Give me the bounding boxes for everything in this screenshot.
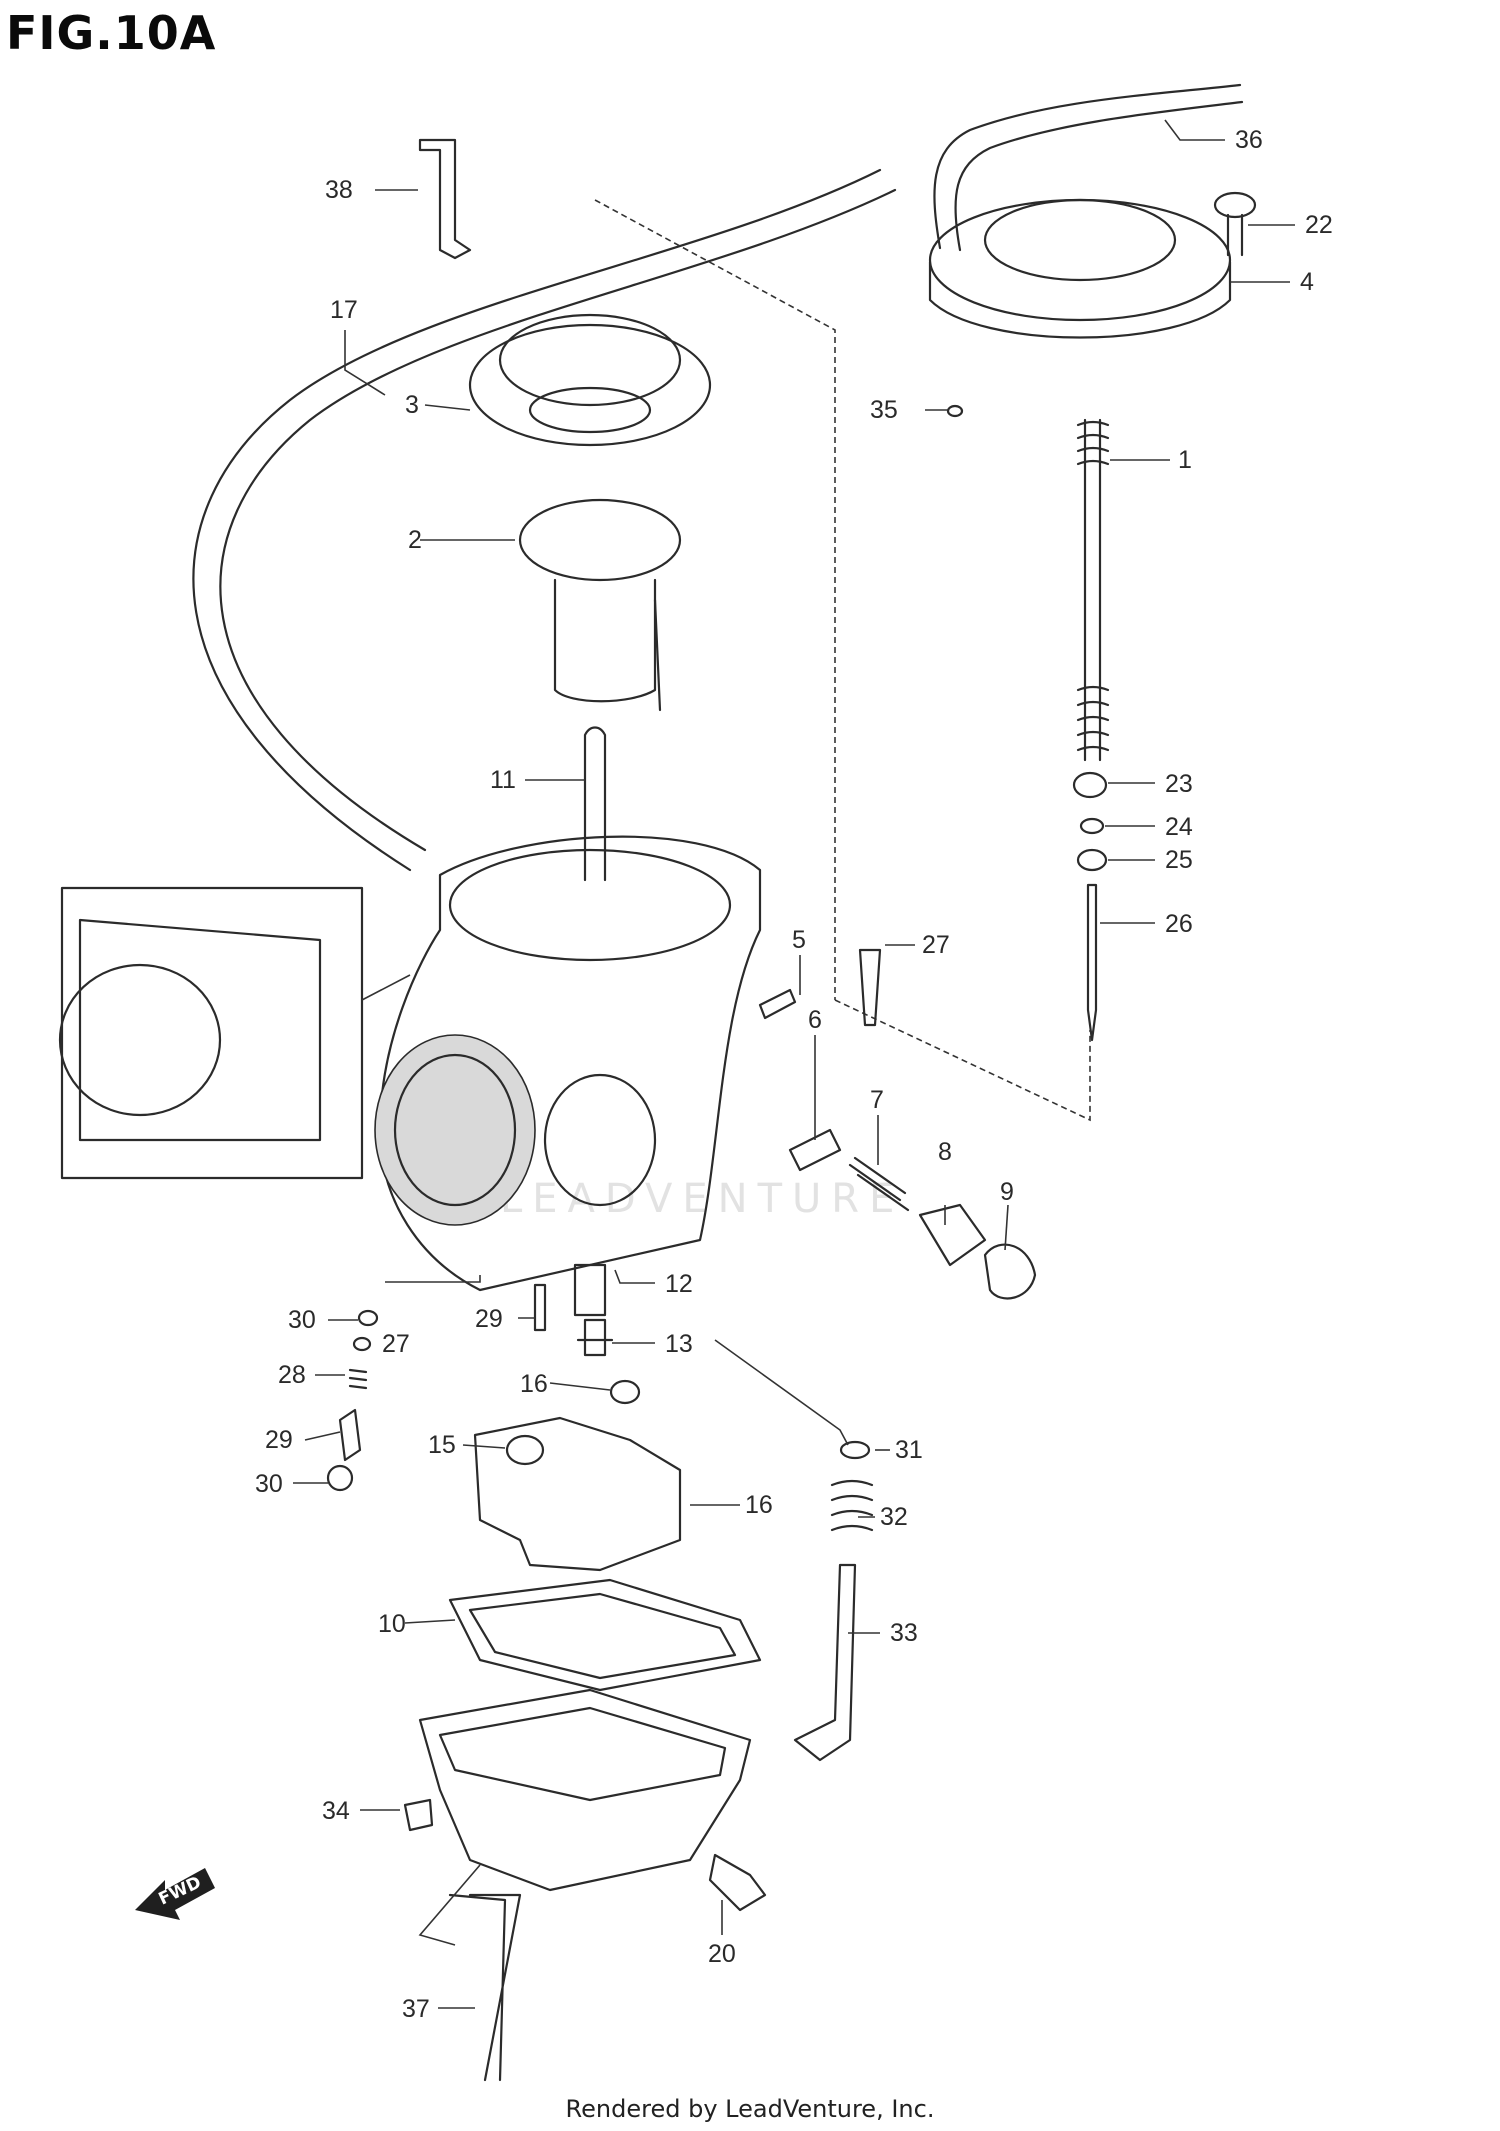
washer-27 [352,1336,372,1352]
diaphragm-3 [468,313,712,447]
jet-needle-22 [1086,883,1098,1042]
screw-33 [793,1563,857,1762]
screw-5 [758,988,797,1020]
assembly-guide-line [594,199,1091,1122]
spring-needle-1 [1076,418,1110,762]
screw-34 [403,1798,434,1832]
callout-4: 4 [1300,268,1314,296]
jet-12 [573,1263,607,1317]
washer-21 [1076,848,1108,872]
watermark: LEADVENTURE [500,1176,904,1222]
callout-2: 2 [408,526,422,554]
callout-15: 15 [428,1431,456,1459]
gasket-10 [448,1578,762,1692]
inset-detail-box [58,886,411,1180]
callout-16-float: 16 [745,1491,773,1519]
callout-25: 29 [475,1305,503,1333]
drain-screw-24 [708,1853,767,1912]
o-ring-16 [609,1379,641,1405]
float-bowl [418,1688,752,1892]
callout-27: 27 [382,1330,410,1358]
spring-28 [348,1368,368,1390]
callout-17: 17 [330,296,358,324]
callout-34: 34 [322,1797,350,1825]
callout-38: 38 [325,176,353,204]
top-cap-4 [928,198,1232,339]
washer-31 [839,1440,871,1460]
callout-5: 5 [792,926,806,954]
callout-31: 31 [895,1436,923,1464]
spacer-19 [1072,771,1108,799]
jet-13 [576,1318,614,1357]
piston-2 [518,498,682,712]
clamp-38 [418,138,472,260]
callout-37: 37 [402,1995,430,2023]
cap-30 [326,1464,354,1492]
callout-26: 30 [288,1306,316,1334]
hose-17 [192,168,897,872]
float-16 [473,1416,682,1572]
spring-32 [830,1479,874,1532]
washer-26 [357,1309,379,1327]
vent-hose-36 [933,83,1244,252]
callout-24: 20 [708,1940,736,1968]
screw-18 [1213,191,1257,257]
callout-23: 27 [922,931,950,959]
callout-36: 36 [1235,126,1263,154]
callout-13: 13 [665,1330,693,1358]
spring-7 [848,1156,910,1212]
callout-leaders [293,119,1295,2009]
callout-12: 12 [665,1270,693,1298]
screw-29 [338,1408,362,1462]
rod-11 [583,726,607,882]
carburetor-body [374,835,762,1292]
drain-hose-guide [418,1864,481,1946]
pin-23 [858,948,882,1027]
callout-20: 24 [1165,813,1193,841]
figure-title: FIG.10A [6,6,217,60]
callout-18: 22 [1305,211,1333,239]
callout-19: 23 [1165,770,1193,798]
callout-33: 33 [890,1619,918,1647]
callout-10: 10 [378,1610,406,1638]
callout-6: 6 [808,1006,822,1034]
callout-22: 26 [1165,910,1193,938]
callout-16-top: 16 [520,1370,548,1398]
callout-9: 9 [1000,1178,1014,1206]
callout-11: 11 [490,766,516,794]
callout-8: 8 [938,1138,952,1166]
callout-7: 7 [870,1086,884,1114]
fitting-8 [918,1203,987,1267]
callout-30: 30 [255,1470,283,1498]
callout-29: 29 [265,1426,293,1454]
clip-35 [946,404,964,418]
callout-labels: 38 17 3 2 36 22 4 35 1 11 23 24 25 26 5 … [255,126,1333,2023]
drain-hose-37 [448,1893,522,2082]
screw-25 [533,1283,547,1332]
render-credit: Rendered by LeadVenture, Inc. [565,2095,935,2123]
callout-35: 35 [870,396,898,424]
cap-9 [983,1243,1037,1300]
screw-6 [788,1128,842,1172]
callout-32: 32 [880,1503,908,1531]
forward-direction-arrow: FWD [135,1868,215,1920]
callout-3: 3 [405,391,419,419]
washer-20 [1079,817,1105,835]
callout-28: 28 [278,1361,306,1389]
callout-1: 1 [1178,446,1192,474]
callout-21: 25 [1165,846,1193,874]
